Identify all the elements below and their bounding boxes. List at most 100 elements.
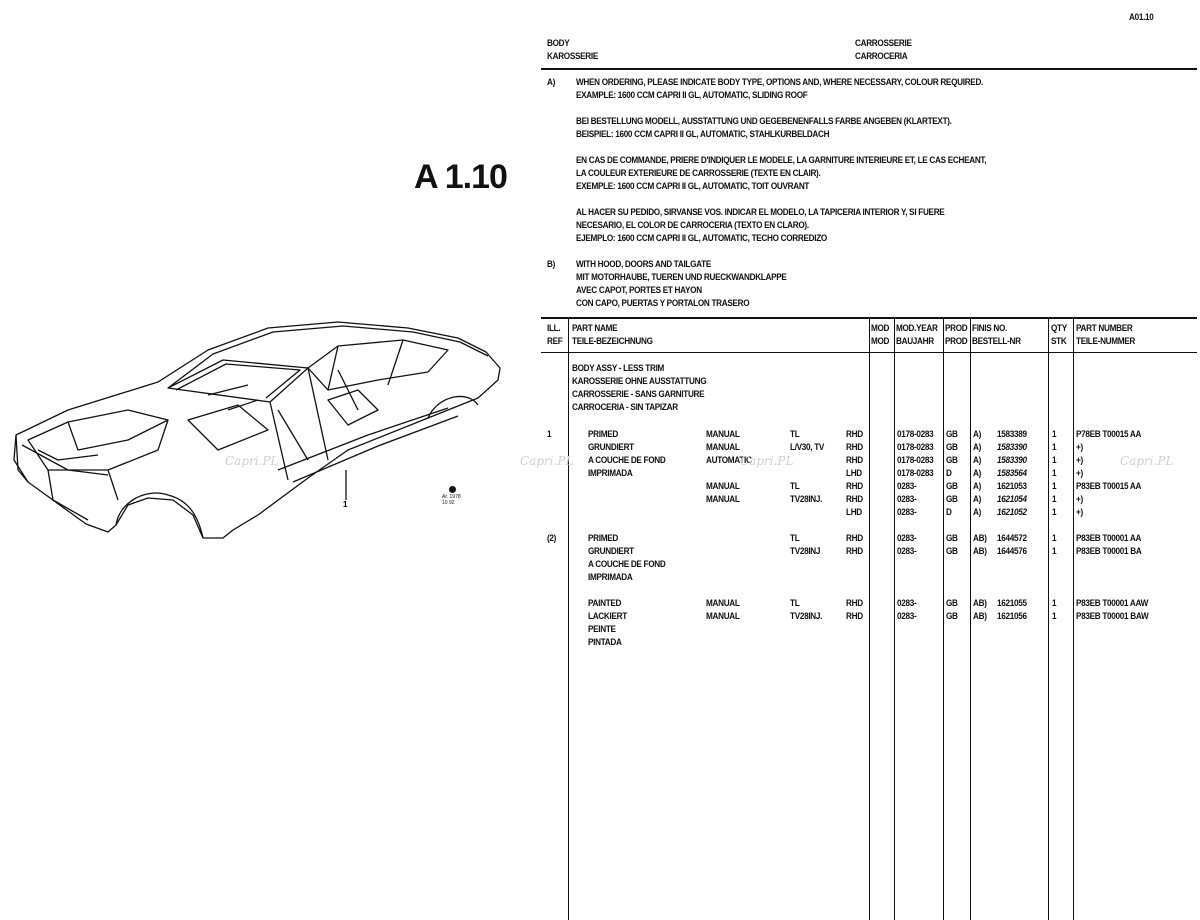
finis-number-cell: 1583389 — [997, 429, 1027, 440]
finis-number-cell: 1621054 — [997, 494, 1027, 505]
trim-cell: TL — [790, 598, 800, 609]
prod-cell: GB — [946, 481, 958, 492]
finish-label: A COUCHE DE FOND — [588, 455, 666, 466]
drive-side-cell: RHD — [846, 533, 863, 544]
note-a-de-line: BEI BESTELLUNG MODELL, AUSSTATTUNG UND G… — [576, 116, 952, 127]
drive-side-cell: RHD — [846, 481, 863, 492]
group-title-line: KAROSSERIE OHNE AUSSTATTUNG — [572, 376, 707, 387]
finish-label: LACKIERT — [588, 611, 627, 622]
prod-cell: GB — [946, 455, 958, 466]
note-a-de-line: BEISPIEL: 1600 CCM CAPRI II GL, AUTOMATI… — [576, 129, 830, 140]
header-part-name-de: TEILE-BEZEICHNUNG — [572, 336, 653, 347]
model-year-cell: 0283- — [897, 598, 917, 609]
header-ill: ILL. — [547, 323, 561, 334]
header-teile-nummer: TEILE-NUMMER — [1076, 336, 1136, 347]
part-number-cell: P83EB T00001 AA — [1076, 533, 1142, 544]
model-year-cell: 0283- — [897, 494, 917, 505]
note-a-es-line: NECESARIO, EL COLOR DE CARROCERIA (TEXTO… — [576, 220, 809, 231]
drive-side-cell: LHD — [846, 507, 862, 518]
qty-cell: 1 — [1052, 455, 1057, 466]
watermark: Capri.PL — [1120, 454, 1174, 468]
transmission-cell: MANUAL — [706, 429, 740, 440]
page-reference: A01.10 — [1129, 12, 1154, 23]
prod-cell: GB — [946, 429, 958, 440]
drive-side-cell: RHD — [846, 442, 863, 453]
note-a-fr-line: EN CAS DE COMMANDE, PRIERE D'INDIQUER LE… — [576, 155, 987, 166]
column-divider — [1073, 317, 1074, 920]
note-b-line: AVEC CAPOT, PORTES ET HAYON — [576, 285, 702, 296]
watermark: Capri.PL — [520, 454, 574, 468]
qty-cell: 1 — [1052, 468, 1057, 479]
prod-cell: GB — [946, 442, 958, 453]
part-number-cell: P83EB T00001 AAW — [1076, 598, 1149, 609]
header-qty: QTY — [1051, 323, 1067, 334]
note-a-marker: A) — [547, 77, 556, 88]
transmission-cell: MANUAL — [706, 598, 740, 609]
header-prod-de: PROD — [945, 336, 968, 347]
finish-label: A COUCHE DE FOND — [588, 559, 666, 570]
finis-number-cell: 1644576 — [997, 546, 1027, 557]
watermark: Capri.PL — [740, 454, 794, 468]
note-ref-cell: AB) — [973, 533, 987, 544]
note-ref-cell: AB) — [973, 611, 987, 622]
model-year-cell: 0283- — [897, 533, 917, 544]
qty-cell: 1 — [1052, 442, 1057, 453]
trim-cell: L/V30, TV — [790, 442, 825, 453]
header-finis: FINIS NO. — [972, 323, 1007, 334]
trim-cell: TL — [790, 429, 800, 440]
finish-label: GRUNDIERT — [588, 546, 634, 557]
note-a-es-line: EJEMPLO: 1600 CCM CAPRI II GL, AUTOMATIC… — [576, 233, 827, 244]
qty-cell: 1 — [1052, 533, 1057, 544]
transmission-cell: MANUAL — [706, 442, 740, 453]
qty-cell: 1 — [1052, 481, 1057, 492]
model-year-cell: 0178-0283 — [897, 455, 934, 466]
finis-number-cell: 1644572 — [997, 533, 1027, 544]
finish-label: PEINTE — [588, 624, 616, 635]
ill-ref: (2) — [547, 533, 557, 544]
header-bestell: BESTELL-NR — [972, 336, 1021, 347]
qty-cell: 1 — [1052, 611, 1057, 622]
note-a-fr-line: EXEMPLE: 1600 CCM CAPRI II GL, AUTOMATIC… — [576, 181, 810, 192]
group-title-line: CARROCERIA - SIN TAPIZAR — [572, 402, 678, 413]
drive-side-cell: RHD — [846, 429, 863, 440]
trim-cell: TL — [790, 481, 800, 492]
trim-cell: TV28INJ. — [790, 494, 823, 505]
finis-number-cell: 1583390 — [997, 442, 1027, 453]
prod-cell: D — [946, 468, 952, 479]
part-number-cell: +) — [1076, 468, 1083, 479]
column-divider — [943, 317, 944, 920]
note-a-fr-line: LA COULEUR EXTERIEURE DE CARROSSERIE (TE… — [576, 168, 821, 179]
part-number-cell: P83EB T00001 BA — [1076, 546, 1142, 557]
section-code: A 1.10 — [414, 158, 508, 196]
note-a-es-line: AL HACER SU PEDIDO, SIRVANSE VOS. INDICA… — [576, 207, 945, 218]
note-ref-cell: A) — [973, 429, 982, 440]
header-mod-de: MOD — [871, 336, 890, 347]
illustration-callout: 1 — [343, 500, 348, 509]
finis-number-cell: 1621053 — [997, 481, 1027, 492]
note-ref-cell: A) — [973, 494, 982, 505]
model-year-cell: 0178-0283 — [897, 442, 934, 453]
note-ref-cell: AB) — [973, 598, 987, 609]
header-right-es: CARROCERIA — [855, 51, 908, 62]
trim-cell: TV28INJ — [790, 546, 821, 557]
model-year-cell: 0283- — [897, 611, 917, 622]
prod-cell: GB — [946, 533, 958, 544]
group-title-line: CARROSSERIE - SANS GARNITURE — [572, 389, 705, 400]
finis-number-cell: 1621052 — [997, 507, 1027, 518]
transmission-cell: AUTOMATIC — [706, 455, 752, 466]
column-divider — [568, 317, 569, 920]
prod-cell: GB — [946, 494, 958, 505]
header-part-number: PART NUMBER — [1076, 323, 1133, 334]
trim-cell: TV28INJ. — [790, 611, 823, 622]
stamp-line: Ar. 1978 — [442, 494, 461, 500]
prod-cell: GB — [946, 611, 958, 622]
drive-side-cell: RHD — [846, 546, 863, 557]
drive-side-cell: LHD — [846, 468, 862, 479]
finish-label: IMPRIMADA — [588, 572, 633, 583]
header-stk: STK — [1051, 336, 1067, 347]
qty-cell: 1 — [1052, 598, 1057, 609]
transmission-cell: MANUAL — [706, 481, 740, 492]
drive-side-cell: RHD — [846, 455, 863, 466]
stamp-line: 10 92 — [442, 500, 455, 506]
part-number-cell: +) — [1076, 494, 1083, 505]
